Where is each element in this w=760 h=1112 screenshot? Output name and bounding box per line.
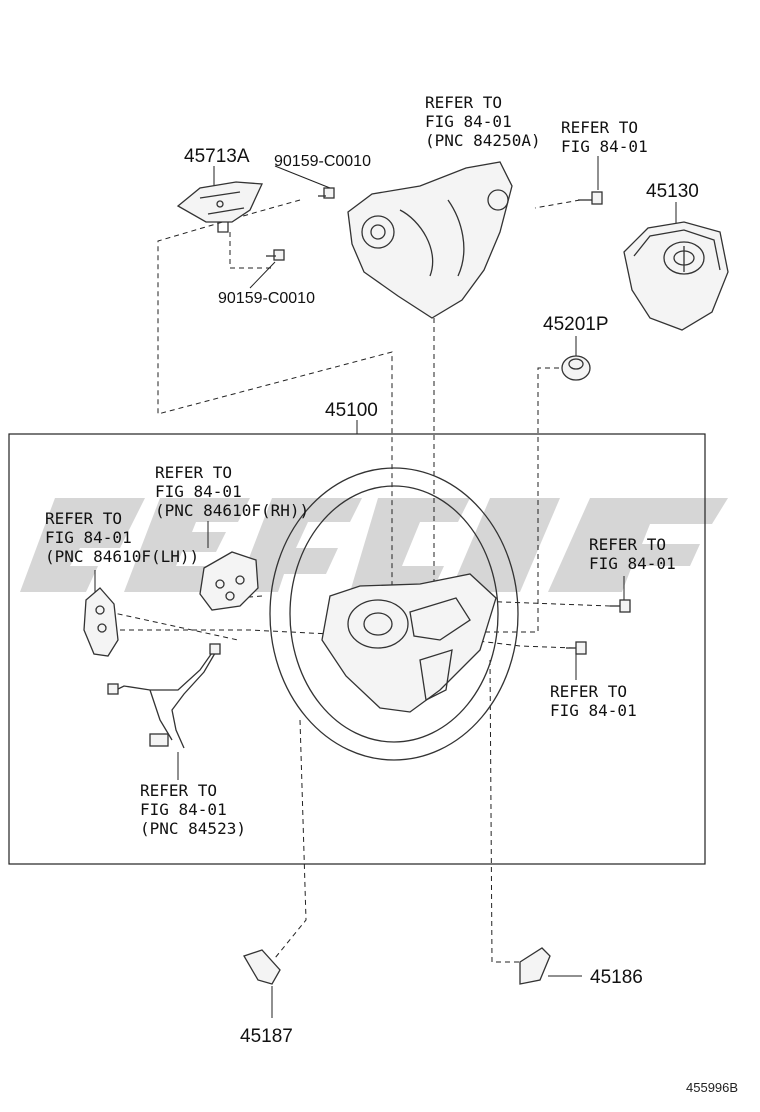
lower-cover — [347, 161, 513, 319]
ref-screw-lower-right-line1: REFER TO — [550, 682, 627, 701]
ref-screw-lower-right: REFER TO FIG 84-01 — [550, 682, 637, 720]
ref-cover-top-line2: FIG 84-01 — [425, 112, 512, 131]
ref-screw-top: REFER TO FIG 84-01 — [561, 118, 648, 156]
ref-cover-top: REFER TO FIG 84-01 (PNC 84250A) — [425, 93, 541, 150]
ref-harness-line2: FIG 84-01 — [140, 800, 227, 819]
screw-lower-right — [566, 641, 587, 655]
bolt-90159-top — [318, 187, 335, 199]
bracket-45713a — [176, 181, 263, 233]
wire-harness — [107, 643, 221, 749]
label-45100: 45100 — [325, 400, 378, 421]
screw-right — [610, 599, 631, 613]
ref-cover-top-line1: REFER TO — [425, 93, 502, 112]
ref-harness-line3: (PNC 84523) — [140, 819, 246, 838]
ref-switch-lh-line2: FIG 84-01 — [45, 528, 132, 547]
label-45201p: 45201P — [543, 314, 609, 335]
ref-harness-line1: REFER TO — [140, 781, 217, 800]
label-90159-top: 90159-C0010 — [274, 153, 371, 170]
ref-cover-top-line3: (PNC 84250A) — [425, 131, 541, 150]
ref-screw-right-line2: FIG 84-01 — [589, 554, 676, 573]
ref-switch-lh-line1: REFER TO — [45, 509, 122, 528]
label-45186: 45186 — [590, 967, 643, 988]
ref-switch-rh: REFER TO FIG 84-01 (PNC 84610F(RH)) — [155, 463, 309, 520]
ref-switch-rh-line1: REFER TO — [155, 463, 232, 482]
switch-rh — [199, 551, 259, 611]
ref-screw-right: REFER TO FIG 84-01 — [589, 535, 676, 573]
assembly-dashed-lines — [99, 199, 611, 963]
label-45713a: 45713A — [184, 146, 250, 167]
label-45187: 45187 — [240, 1026, 293, 1047]
ref-harness: REFER TO FIG 84-01 (PNC 84523) — [140, 781, 246, 838]
pad-45186 — [519, 947, 551, 985]
screw-top-right — [578, 191, 603, 205]
label-90159-bottom: 90159-C0010 — [218, 290, 315, 307]
ref-screw-top-line2: FIG 84-01 — [561, 137, 648, 156]
ref-switch-lh: REFER TO FIG 84-01 (PNC 84610F(LH)) — [45, 509, 199, 566]
airbag-45130 — [623, 221, 729, 331]
ref-screw-top-line1: REFER TO — [561, 118, 638, 137]
ref-screw-right-line1: REFER TO — [589, 535, 666, 554]
clip-45201p — [561, 355, 591, 381]
ref-switch-rh-line3: (PNC 84610F(RH)) — [155, 501, 309, 520]
ref-switch-lh-line3: (PNC 84610F(LH)) — [45, 547, 199, 566]
pad-45187 — [243, 949, 281, 985]
watermark-logo — [20, 498, 728, 592]
figure-code: 455996B — [686, 1080, 738, 1095]
label-45130: 45130 — [646, 181, 699, 202]
switch-lh — [83, 587, 119, 657]
steering-wheel — [269, 467, 519, 761]
ref-screw-lower-right-line2: FIG 84-01 — [550, 701, 637, 720]
bolt-90159-bottom — [266, 249, 285, 261]
ref-switch-rh-line2: FIG 84-01 — [155, 482, 242, 501]
